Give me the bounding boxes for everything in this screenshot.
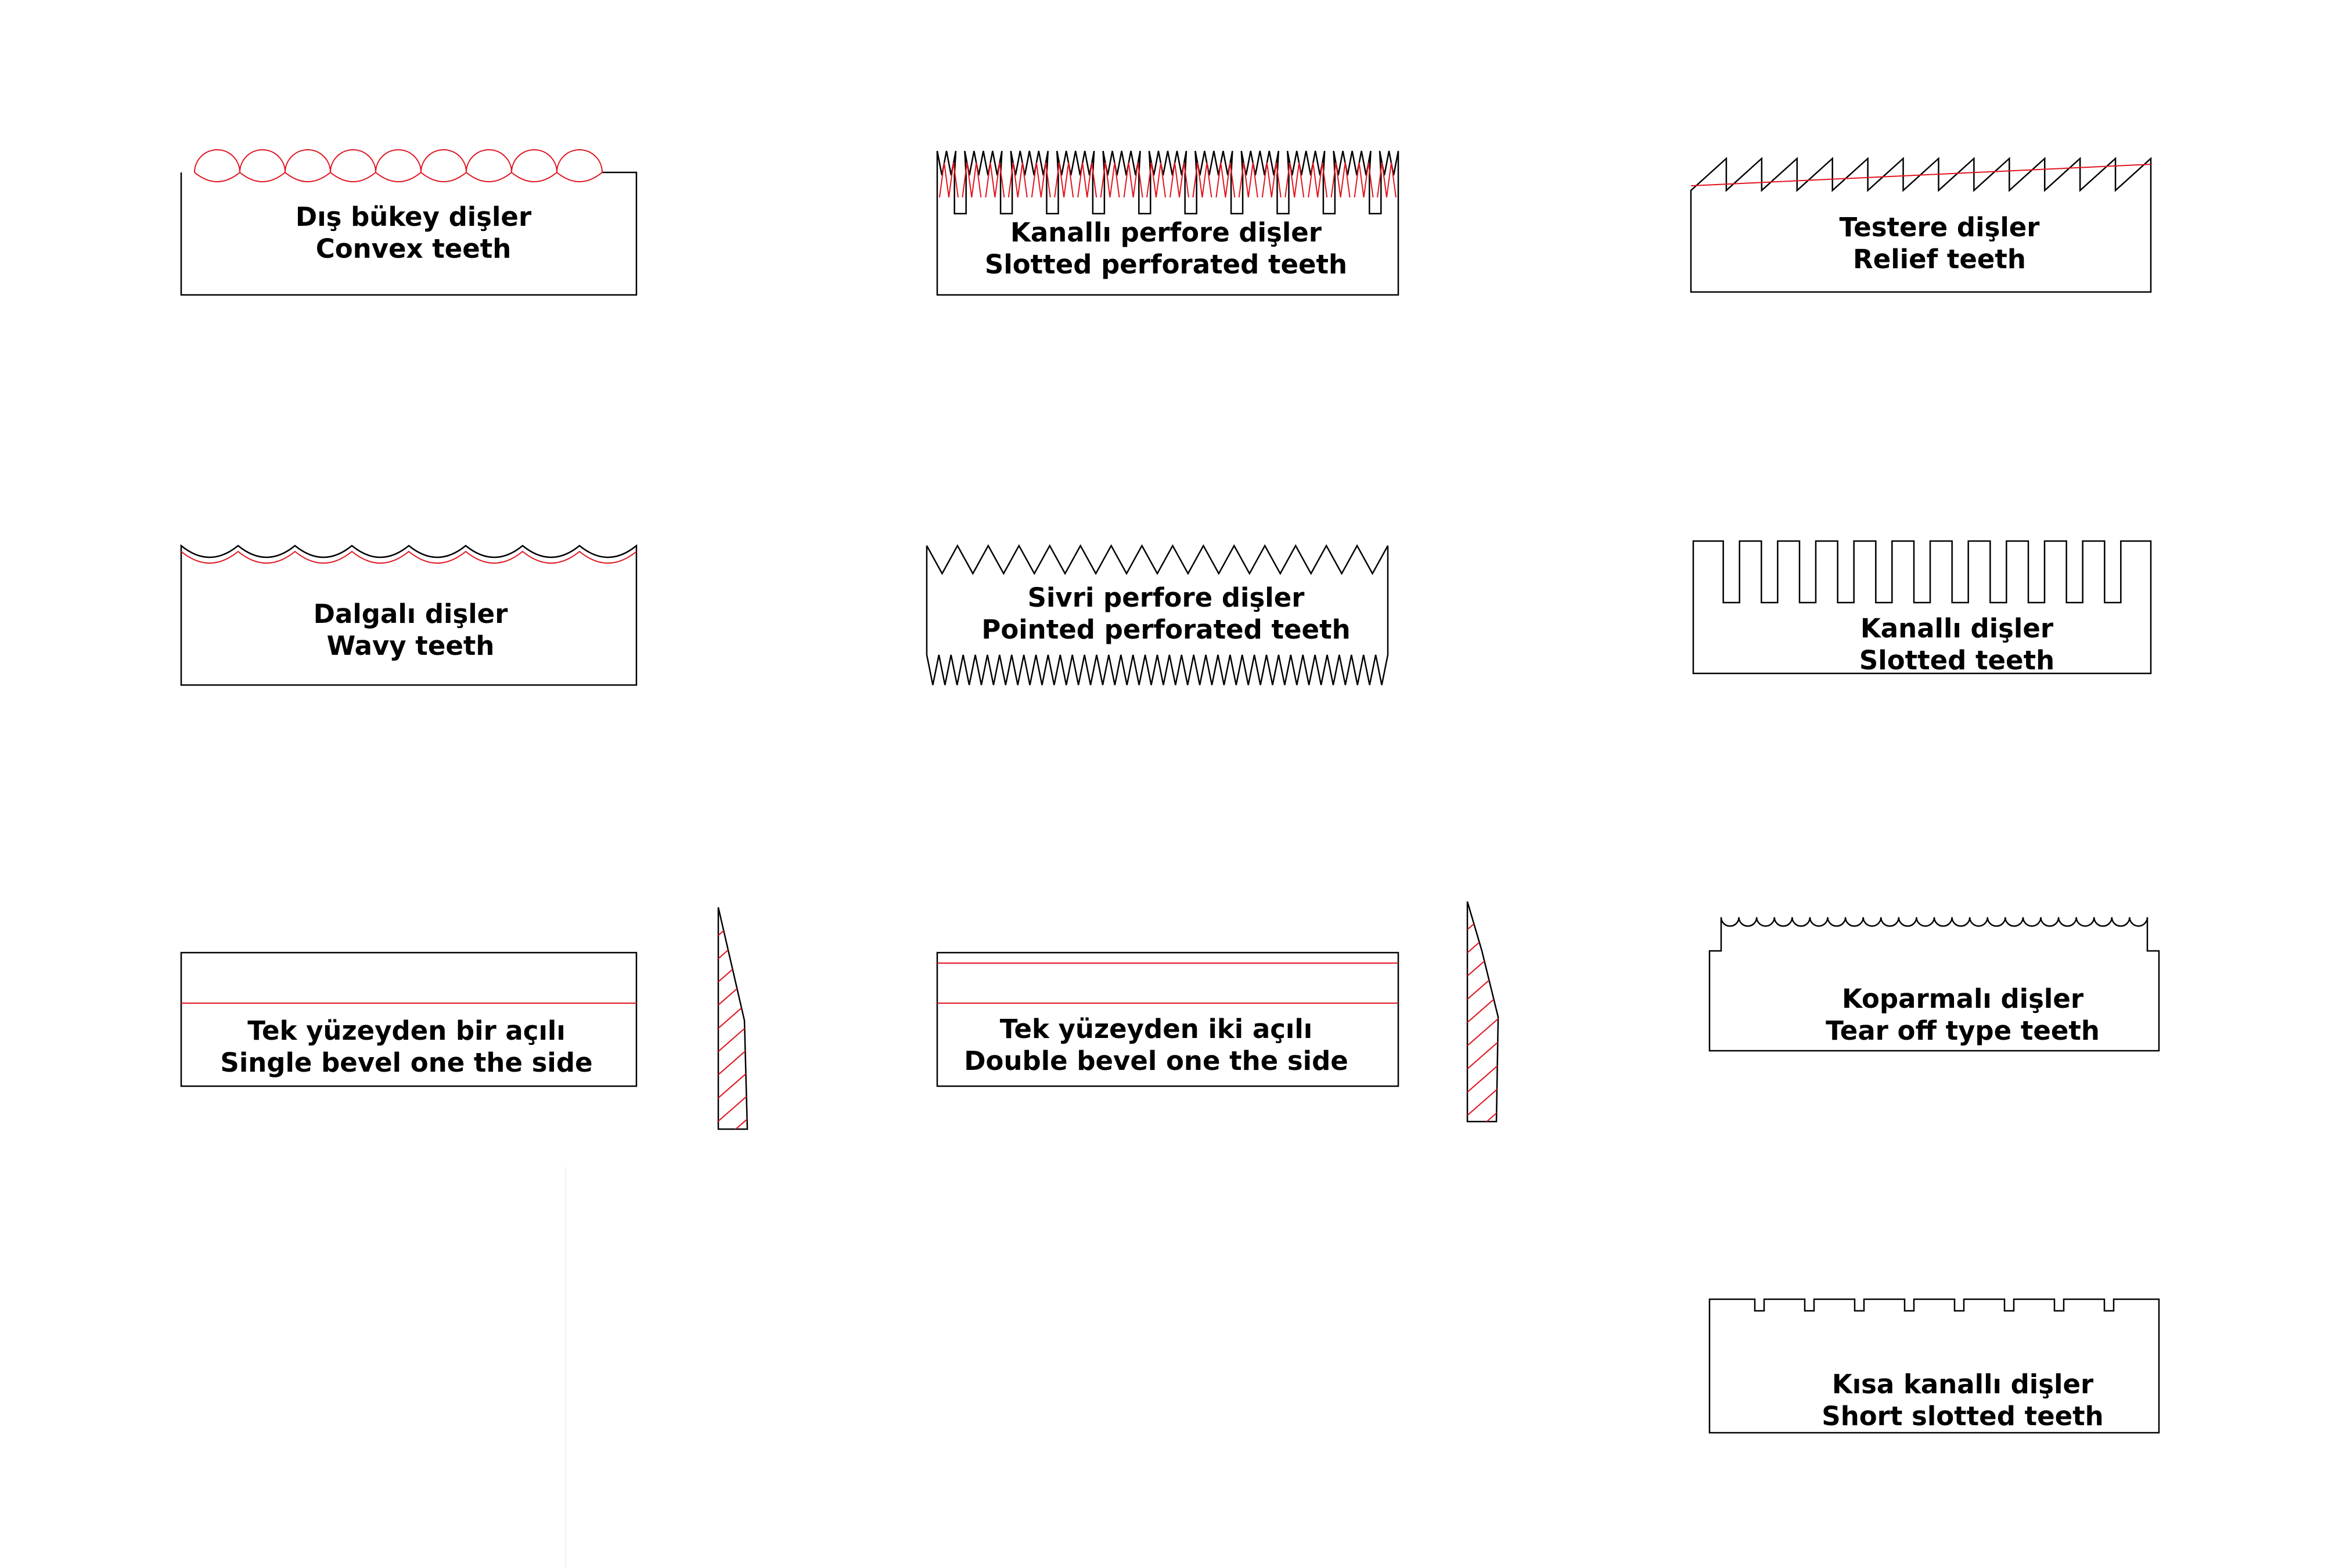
hatch-line (1462, 1149, 1508, 1190)
label-tr: Sivri perfore dişler (1028, 582, 1305, 613)
hatch-line (718, 922, 747, 964)
hatch-line (1467, 1033, 1498, 1075)
blade-outline (180, 951, 638, 1087)
blade-tear-off: Koparmalı dişler Tear off type teeth (1708, 917, 2160, 1052)
perforation-marks (939, 162, 1397, 198)
hatch-line (718, 1039, 747, 1080)
hatch-line (718, 969, 747, 1011)
hatch-line (718, 992, 747, 1034)
section-hatch (1462, 902, 1508, 1190)
blade-outline (936, 951, 1399, 1087)
blade-outline (1708, 917, 2160, 1052)
hatch-line (712, 1132, 759, 1173)
label-tr: Dış bükey dişler (296, 201, 532, 232)
wavy-edge (181, 550, 637, 564)
label-en: Double bevel one the side (964, 1046, 1348, 1076)
label-en: Convex teeth (316, 233, 512, 264)
label-en: Single bevel one the side (220, 1047, 592, 1078)
hatch-line (1467, 1079, 1498, 1121)
double-bevel-cross-section (1462, 901, 1508, 1190)
blade-outline (926, 544, 1389, 686)
label-tr: Kanallı dişler (1860, 613, 2054, 644)
blade-short-slotted: Kısa kanallı dişler Short slotted teeth (1708, 1298, 2160, 1434)
single-bevel-cross-section (712, 907, 759, 1196)
hatch-line (1467, 1010, 1498, 1051)
label-en: Relief teeth (1853, 244, 2026, 275)
label-tr: Tek yüzeyden iki açılı (1000, 1014, 1312, 1044)
section-outline (717, 907, 748, 1130)
hatch-line (1467, 917, 1498, 958)
hatch-line (718, 907, 747, 941)
blade-pointed-perforated: Sivri perfore dişler Pointed perforated … (926, 544, 1389, 686)
label-en: Wavy teeth (327, 630, 495, 661)
hatch-line (1467, 986, 1498, 1028)
section-hatch (712, 907, 759, 1196)
hatch-line (1467, 1102, 1498, 1122)
hatch-line (1467, 902, 1498, 935)
blade-outline (180, 544, 638, 686)
hatch-line (1467, 963, 1498, 1005)
label-tr: Tek yüzeyden bir açılı (247, 1015, 566, 1046)
blade-outline (1708, 1298, 2160, 1434)
blade-double-bevel: Tek yüzeyden iki açılı Double bevel one … (936, 951, 1399, 1087)
label-en: Slotted perforated teeth (985, 249, 1347, 280)
convex-teeth-arcs (194, 149, 603, 182)
label-en: Pointed perforated teeth (981, 614, 1350, 645)
hatch-line (718, 1062, 747, 1104)
blade-outline (1692, 540, 2152, 675)
blade-outline (180, 171, 638, 296)
blade-single-bevel: Tek yüzeyden bir açılı Single bevel one … (180, 951, 638, 1087)
label-en: Tear off type teeth (1826, 1015, 2100, 1046)
label-en: Slotted teeth (1859, 645, 2054, 676)
label-tr: Kanallı perfore dişler (1010, 217, 1322, 248)
relief-line (1690, 164, 2151, 186)
blade-slotted-perforated: Kanallı perfore dişler Slotted perforate… (936, 150, 1399, 296)
hatch-line (1462, 1126, 1508, 1167)
label-tr: Testere dişler (1840, 212, 2040, 243)
hatch-line (718, 1085, 747, 1127)
blade-relief: Testere dişler Relief teeth (1690, 157, 2152, 293)
blade-wavy: Dalgalı dişler Wavy teeth (180, 544, 638, 686)
label-tr: Kısa kanallı dişler (1832, 1369, 2094, 1400)
label-tr: Dalgalı dişler (314, 599, 509, 629)
hatch-line (718, 1015, 747, 1057)
blade-slotted: Kanallı dişler Slotted teeth (1692, 540, 2152, 676)
hatch-line (712, 1155, 759, 1196)
label-en: Short slotted teeth (1822, 1401, 2103, 1432)
label-tr: Koparmalı dişler (1842, 983, 2084, 1014)
blade-convex: Dış bükey dişler Convex teeth (180, 149, 638, 296)
hatch-line (1467, 1056, 1498, 1098)
